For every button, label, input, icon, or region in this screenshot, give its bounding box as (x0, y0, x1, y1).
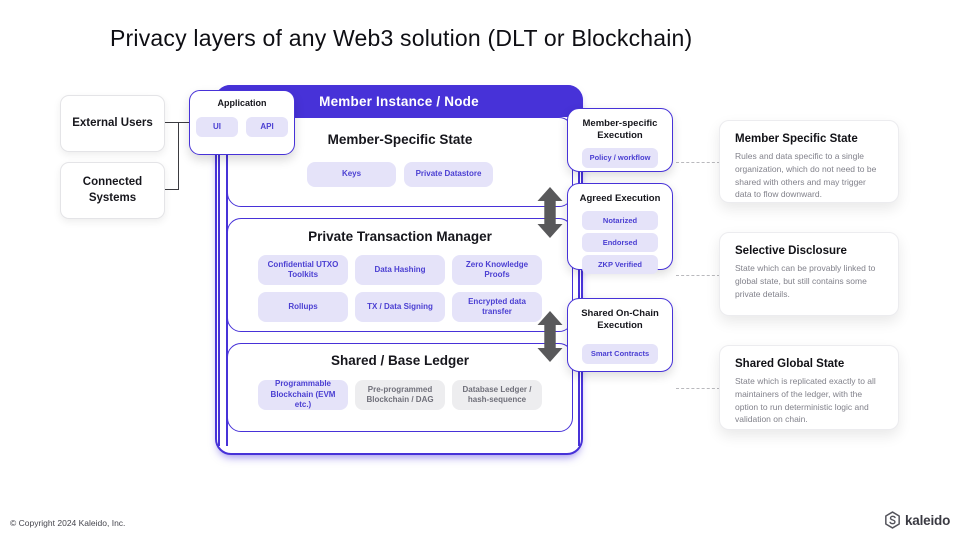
chip-smart-contracts: Smart Contracts (582, 343, 658, 364)
wire-vertical (178, 122, 180, 190)
exec-agreed-execution: Agreed Execution Notarized Endorsed ZKP … (567, 183, 673, 275)
page-title: Privacy layers of any Web3 solution (DLT… (110, 25, 693, 51)
layer-title: Shared / Base Ledger (330, 353, 470, 368)
chip-preprogrammed-blockchain-dag: Pre-programmed Blockchain / DAG (355, 380, 445, 410)
copyright-text: © Copyright 2024 Kaleido, Inc. (10, 518, 126, 528)
chip-zkp-verified: ZKP Verified (582, 255, 658, 275)
connected-systems-label: Connected Systems (82, 175, 143, 204)
bidirectional-arrow-icon (537, 187, 563, 238)
exec-member-specific-execution: Member-specific Execution Policy / workf… (567, 108, 673, 172)
chip-api: API (246, 117, 288, 137)
desc-body: Rules and data specific to a single orga… (735, 151, 877, 200)
exec-title: Member-specific Execution (582, 118, 658, 142)
chip-data-hashing: Data Hashing (355, 255, 445, 285)
chip-programmable-blockchain: Programmable Blockchain (EVM etc.) (258, 379, 348, 410)
chip-private-datastore: Private Datastore (404, 162, 493, 187)
exec-title: Agreed Execution (579, 193, 661, 204)
exec-title: Shared On-Chain Execution (581, 308, 659, 332)
chip-tx-data-signing: TX / Data Signing (355, 292, 445, 322)
exec-shared-on-chain-execution: Shared On-Chain Execution Smart Contract… (567, 298, 673, 372)
kaleido-wordmark: kaleido (905, 512, 951, 528)
bus-line-right (578, 115, 580, 446)
dotted-connector (676, 162, 720, 163)
dotted-connector (676, 388, 720, 389)
chip-database-ledger-hash-sequence: Database Ledger / hash-sequence (452, 380, 542, 410)
bus-line-left-outer (218, 155, 220, 446)
layer-title: Member-Specific State (327, 132, 473, 147)
chip-ui: UI (196, 117, 238, 137)
external-users-label: External Users (72, 116, 153, 129)
kaleido-hexagon-logo-icon (885, 511, 900, 529)
desc-member-specific-state: Member Specific State Rules and data spe… (719, 120, 899, 203)
wire-external-users (163, 122, 190, 124)
chip-endorsed: Endorsed (582, 233, 658, 253)
desc-title: Shared Global State (735, 358, 845, 370)
desc-body: State which can be provably linked to gl… (735, 263, 876, 299)
brand-lockup: kaleido (884, 511, 950, 529)
desc-body: State which is replicated exactly to all… (735, 376, 876, 425)
desc-selective-disclosure: Selective Disclosure State which can be … (719, 232, 899, 316)
layer-shared-base-ledger: Shared / Base Ledger Programmable Blockc… (227, 343, 573, 432)
wire-connected-systems (163, 189, 179, 191)
chip-encrypted-data-transfer: Encrypted data transfer (452, 292, 542, 322)
application-box: Application UI API (189, 90, 295, 155)
chip-keys: Keys (307, 162, 396, 187)
external-users-box: External Users (60, 95, 165, 152)
application-label: Application (217, 98, 267, 108)
connected-systems-box: Connected Systems (60, 162, 165, 219)
desc-title: Member Specific State (735, 133, 858, 145)
chip-confidential-utxo-toolkits: Confidential UTXO Toolkits (258, 255, 348, 285)
dotted-connector (676, 275, 720, 276)
chip-notarized: Notarized (582, 211, 658, 231)
chip-zero-knowledge-proofs: Zero Knowledge Proofs (452, 255, 542, 285)
panel-header-label: Member Instance / Node (319, 93, 479, 109)
chip-rollups: Rollups (258, 292, 348, 322)
desc-shared-global-state: Shared Global State State which is repli… (719, 345, 899, 430)
chip-policy-workflow: Policy / workflow (582, 147, 658, 168)
layer-title: Private Transaction Manager (308, 229, 492, 244)
bidirectional-arrow-icon (537, 311, 563, 362)
layer-private-transaction-manager: Private Transaction Manager Confidential… (227, 218, 573, 332)
desc-title: Selective Disclosure (735, 245, 847, 257)
